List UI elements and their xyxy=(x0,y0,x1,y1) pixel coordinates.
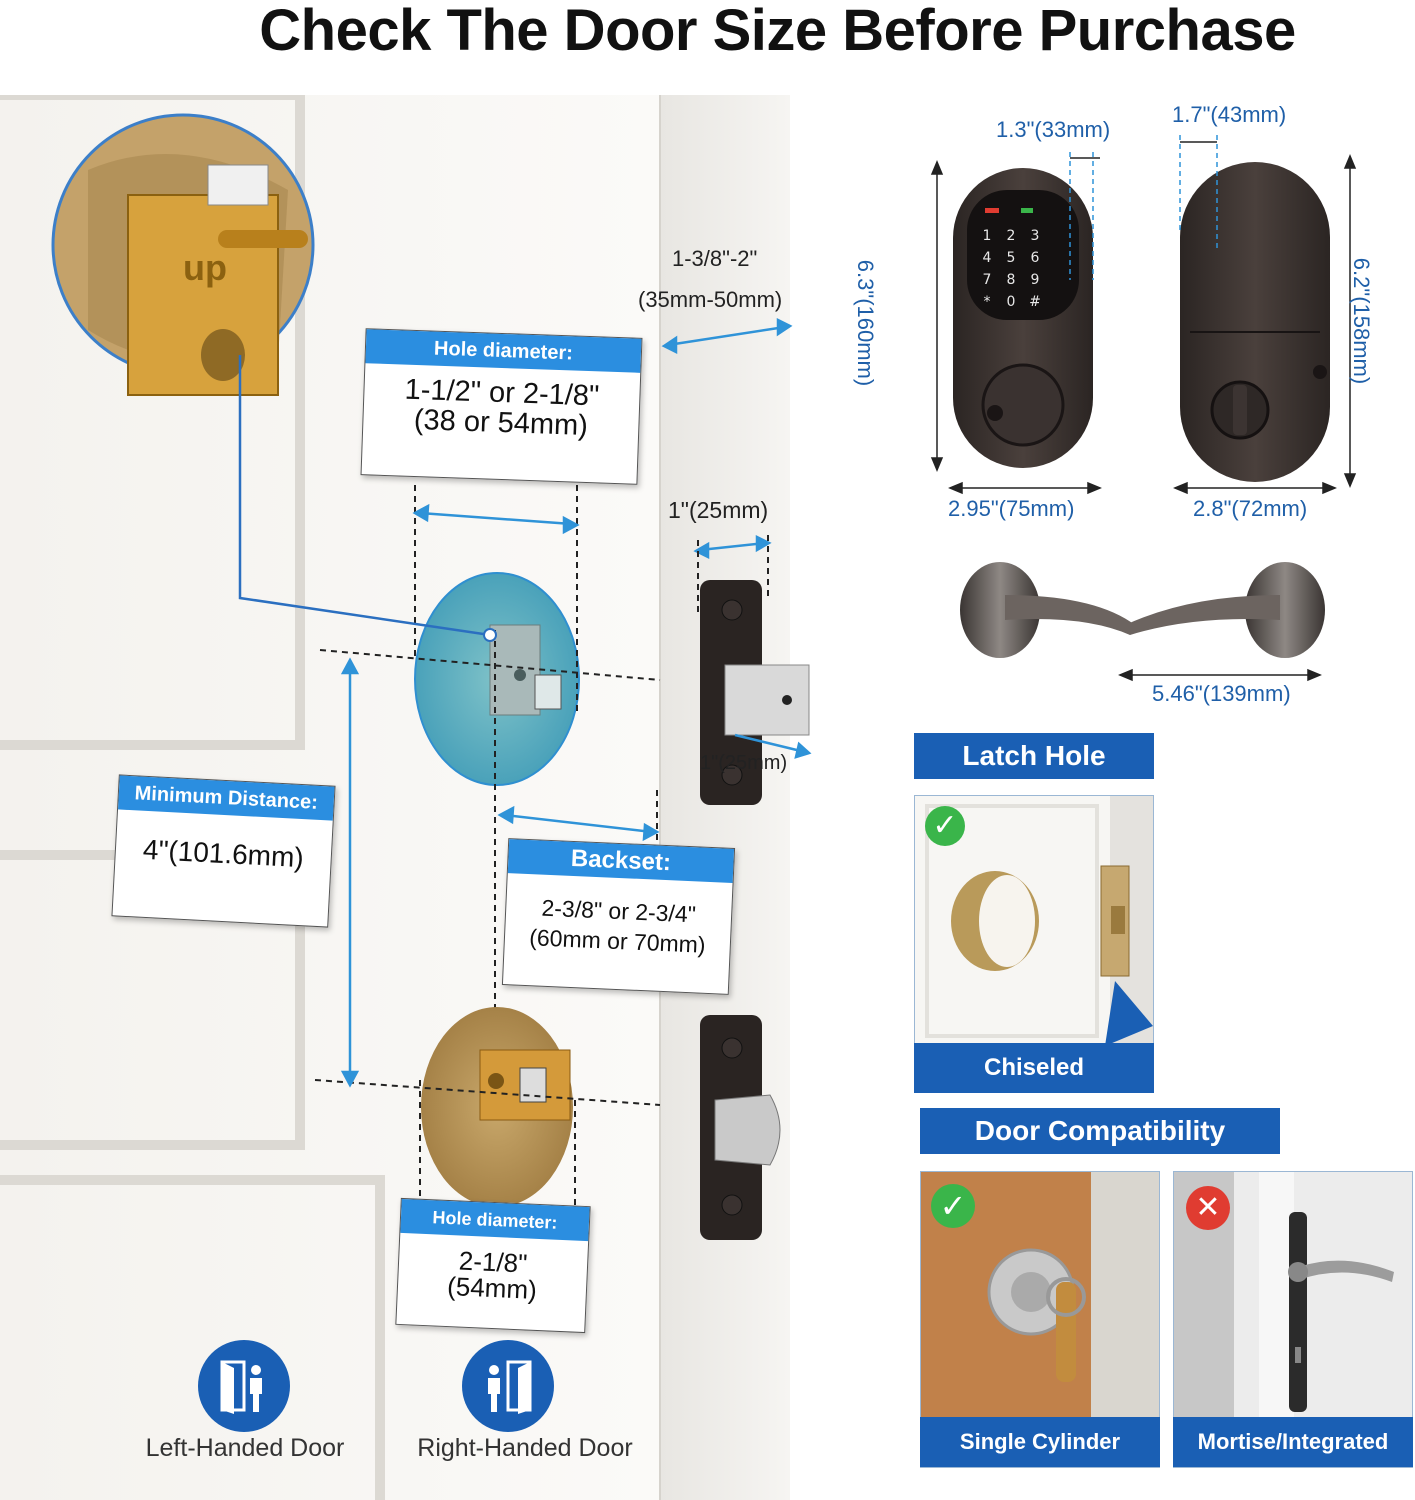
latch-hole-title: Latch Hole xyxy=(914,733,1154,779)
front-depth-dim: 1.3"(33mm) xyxy=(996,117,1111,142)
back-height-dim: 6.2"(158mm) xyxy=(1349,257,1375,385)
keypad-key: # xyxy=(1029,294,1041,310)
keypad-key: 3 xyxy=(1031,228,1040,244)
back-depth-dim: 1.7"(43mm) xyxy=(1172,102,1287,127)
mortise-caption: Mortise/Integrated xyxy=(1173,1417,1413,1467)
door-compat-title: Door Compatibility xyxy=(920,1108,1280,1154)
keypad-key: 6 xyxy=(1031,250,1040,266)
door-thickness-line1: 1-3/8"-2" xyxy=(672,246,758,271)
min-distance-value: 4"(101.6mm) xyxy=(142,833,305,874)
keypad-key: 9 xyxy=(1031,272,1040,288)
keypad-key: 2 xyxy=(1007,228,1016,244)
check-icon: ✓ xyxy=(925,806,965,846)
latch-engraving: up xyxy=(183,247,227,288)
keypad-key: 5 xyxy=(1007,250,1016,266)
keypad-key: 8 xyxy=(1007,272,1016,288)
cross-icon: ✕ xyxy=(1186,1186,1230,1230)
keypad-key: * xyxy=(984,294,991,310)
latch-depth-size: 1"(25mm) xyxy=(700,752,788,774)
lever-width-dim: 5.46"(139mm) xyxy=(1152,681,1291,706)
hole-diameter-top-callout: Hole diameter: 1-1/2" or 2-1/8" (38 or 5… xyxy=(360,328,643,485)
keypad-key: 4 xyxy=(983,250,992,266)
right-handed-door-icon xyxy=(462,1340,554,1432)
keypad-key: 1 xyxy=(983,228,992,244)
front-height-dim: 6.3"(160mm) xyxy=(853,259,879,387)
dimension-arrows xyxy=(340,317,812,1088)
door-holes-drawing xyxy=(314,485,661,1220)
keypad-key: 7 xyxy=(983,272,992,288)
backset-callout: Backset: 2-3/8" or 2-3/4" (60mm or 70mm) xyxy=(501,838,736,995)
latch-plates-drawing xyxy=(700,580,810,1240)
single-cylinder-caption: Single Cylinder xyxy=(920,1417,1160,1467)
left-handed-door-label: Left-Handed Door xyxy=(145,1434,345,1462)
front-width-dim: 2.95"(75mm) xyxy=(948,496,1075,521)
page-title: Check The Door Size Before Purchase xyxy=(259,0,1296,63)
latch-hole-caption: Chiseled xyxy=(914,1043,1154,1093)
right-handed-door-label: Right-Handed Door xyxy=(417,1434,633,1462)
zoom-leader-line xyxy=(238,355,497,642)
left-handed-door-icon xyxy=(198,1340,290,1432)
latch-zoom-circle: up xyxy=(51,113,315,396)
hole-diameter-bottom-callout: Hole diameter: 2-1/8" (54mm) xyxy=(395,1197,591,1334)
back-width-dim: 2.8"(72mm) xyxy=(1193,496,1308,521)
latch-faceplate-size: 1"(25mm) xyxy=(668,497,769,523)
keypad-key: 0 xyxy=(1007,294,1016,310)
check-icon: ✓ xyxy=(931,1184,975,1228)
latch-hole-panel: ✓ xyxy=(914,795,1154,1089)
min-distance-callout: Minimum Distance: 4"(101.6mm) xyxy=(111,774,336,928)
door-thickness-line2: (35mm-50mm) xyxy=(638,287,783,312)
